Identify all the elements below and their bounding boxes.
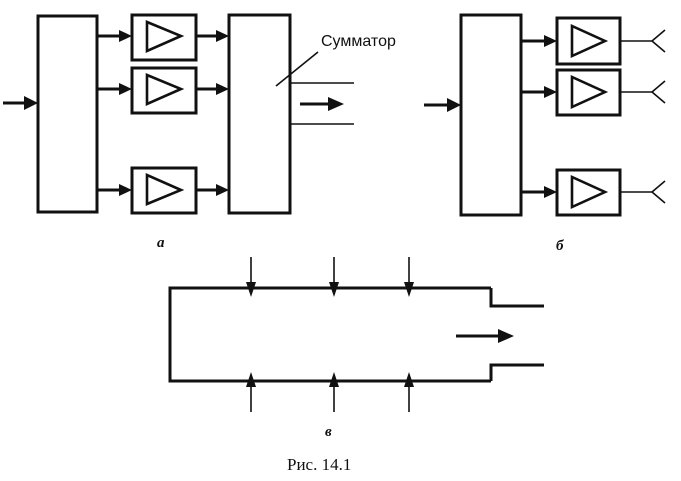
input-arrow-bottom-3 [404,372,414,412]
input-arrow-a [3,96,38,110]
waveguide-output-bottom [489,363,544,381]
diagram-a: Сумматор а [3,13,396,251]
figure-caption: Рис. 14.1 [287,455,351,474]
amplifier-b-2 [555,68,622,117]
diagram-v: в [168,257,544,440]
input-arrow-b [424,98,461,112]
amplifier-b-3 [555,168,622,217]
input-arrow-top-2 [329,257,339,297]
splitter-block [36,14,99,214]
waveguide-output-top [489,288,544,308]
output-arrow-v [456,329,514,343]
input-arrow-bottom-2 [329,372,339,412]
output-arrow-a [300,97,344,111]
summator-block [227,13,292,215]
summator-label: Сумматор [321,33,396,50]
amplifier-1 [130,13,198,62]
amplifier-3 [130,166,198,215]
label-b: б [556,238,564,254]
input-arrow-top-1 [246,257,256,297]
input-arrow-top-3 [404,257,414,297]
summator-leader-line [275,51,319,87]
amplifier-b-1 [555,16,622,66]
antenna-1-icon [620,29,666,53]
antenna-2-icon [620,80,666,104]
diagram-b: б [424,13,666,254]
splitter-block-b [459,13,523,217]
amplifier-2 [130,66,198,115]
antenna-3-icon [620,180,666,204]
waveguide-body [168,286,491,383]
label-v: в [325,424,332,440]
input-arrow-bottom-1 [246,372,256,412]
label-a: а [157,235,165,251]
